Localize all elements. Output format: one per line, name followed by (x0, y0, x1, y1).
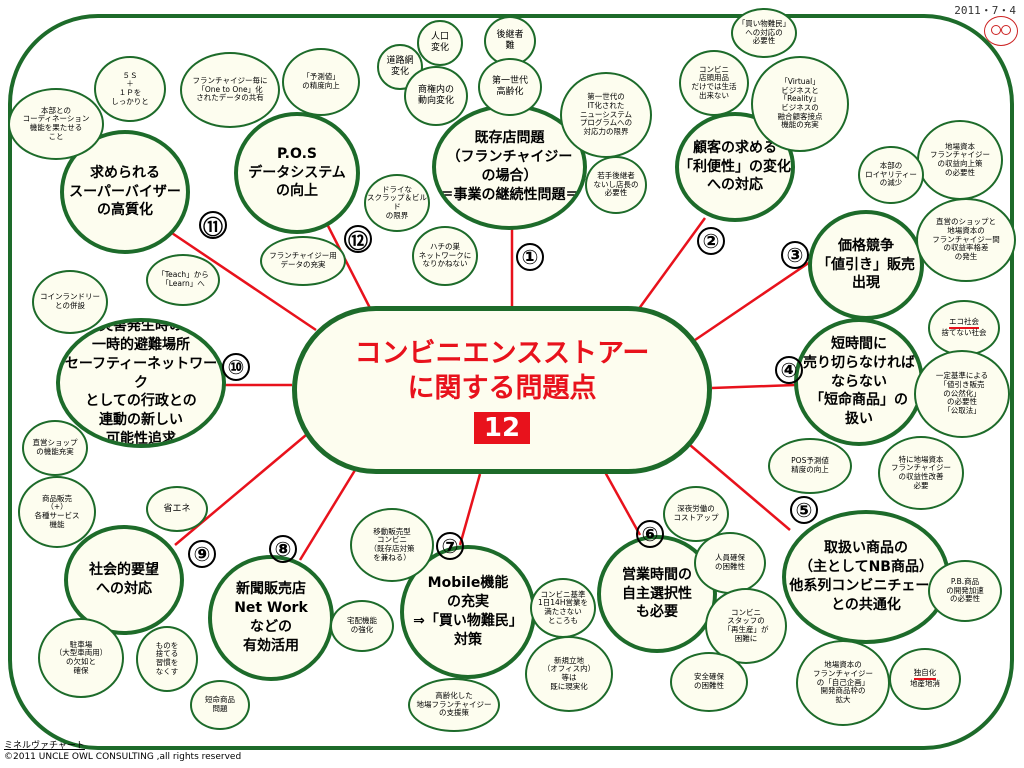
topic-number-3: ③ (781, 241, 809, 269)
topic-number-8: ⑧ (269, 535, 297, 563)
topic-number-7: ⑦ (436, 532, 464, 560)
topic-10[interactable]: 災害発生時の 一時的避難場所 セーフティーネットワーク としての行政との 連動の… (56, 318, 226, 448)
sub-chusha: 駐車場 （大型車両用） の欠如と 確保 (38, 618, 124, 698)
sub-5s: ５Ｓ ＋ １Ｐを しっかりと (94, 56, 166, 122)
sub-pb: P.B.商品 の開発加速 の必要性 (928, 560, 1002, 622)
sub-honbu: 本部との コーディネーション 機能を果たせる こと (8, 88, 104, 160)
central-title-line2: に関する問題点 (407, 372, 597, 404)
sub-mono: ものを 捨てる 習慣を なくす (136, 626, 198, 692)
connector-7 (458, 473, 482, 546)
central-topic: コンビニエンスストアー に関する問題点 12 (292, 306, 712, 474)
connector-12 (323, 219, 374, 313)
topic-number-4: ④ (775, 356, 803, 384)
sub-takuhai: 宅配機能 の強化 (330, 600, 394, 652)
topic-number-12: ⑫ (344, 225, 372, 253)
sub-dokuji-label: 独自化 (913, 669, 937, 680)
topic-12[interactable]: P.O.S データシステム の向上 (234, 112, 360, 234)
sub-fc: フランチャイジー毎に 「One to One」化 されたデータの共有 (180, 52, 280, 128)
topic-number-2: ② (697, 227, 725, 255)
connector-6 (603, 471, 642, 536)
sub-dokuji: 独自化 地産地消 (889, 648, 961, 710)
sub-staff: コンビニ スタッフの 「再生産」が 困難に (705, 588, 787, 664)
connector-5 (689, 444, 791, 531)
topic-number-6: ⑥ (636, 520, 664, 548)
sub-wakate: 若手後継者 ないし店長の 必要性 (585, 156, 647, 214)
sub-tokuni: 特に地場資本 フランチャイジー の収益性改善 必要 (878, 436, 964, 510)
sub-shinritchi: 新規立地 （オフィス内） 等は 既に現実化 (525, 636, 613, 712)
topic-number-9: ⑨ (188, 540, 216, 568)
sub-drive: ドライな スクラップ＆ビルド の限界 (364, 174, 430, 232)
sub-jibashihon1: 地場資本 フランチャイジー の収益向上策 の必要性 (917, 120, 1003, 200)
sub-jinkou: 人口 変化 (417, 20, 463, 66)
sub-jinin: 人員確保 の困難性 (694, 532, 766, 594)
sub-anzen: 安全確保 の困難性 (670, 652, 748, 712)
sub-pos: POS予測値 精度の向上 (768, 438, 852, 494)
connector-11 (159, 223, 317, 332)
connector-8 (298, 461, 362, 561)
central-title-line1: コンビニエンスストアー (354, 337, 650, 369)
sub-tanmei: 短命商品 問題 (190, 680, 250, 730)
sub-shouhin: 商品販売 （+） 各種サービス 機能 (18, 476, 96, 548)
topic-number-11: ⑪ (199, 211, 227, 239)
topic-3[interactable]: 価格競争 「値引き」販売 出現 (808, 210, 924, 320)
sub-suteru-label: 捨てない社会 (941, 328, 987, 337)
topic-number-5: ⑤ (790, 496, 818, 524)
connector-2 (636, 217, 707, 311)
topic-9[interactable]: 社会的要望 への対応 (64, 525, 184, 635)
sub-fcdata: フランチャイジー用 データの充実 (260, 236, 346, 286)
connector-3 (694, 260, 811, 342)
sub-coin: コインランドリー との併設 (32, 270, 108, 334)
connector-9 (174, 429, 313, 546)
connector-4 (711, 383, 796, 390)
topic-2[interactable]: 顧客の求める 「利便性」の変化 への対応 (675, 112, 795, 222)
sub-kijun: コンビニ基準 1日14H営業を 満たさない ところも (530, 578, 596, 638)
sub-hachi: ハチの巣 ネットワークに なりかねない (412, 226, 478, 286)
sub-virtual: 「Virtual」 ビジネスと 「Reality」 ビジネスの 融合顧客接点 機… (751, 56, 849, 152)
sub-teach: 「Teach」から 「Learn」へ (146, 254, 220, 306)
topic-11[interactable]: 求められる スーパーバイザー の高質化 (60, 130, 190, 254)
date-label: 2011・7・4 (954, 4, 1016, 17)
sub-shouene: 省エネ (146, 486, 208, 532)
sub-kaimono: 「買い物難民」 への対応の 必要性 (731, 8, 797, 58)
owl-logo-icon (984, 16, 1018, 46)
footer-chart-name: ミネルヴァチャート (4, 741, 85, 751)
sub-daiichisedai: 第一世代 高齢化 (478, 58, 542, 116)
topic-8[interactable]: 新聞販売店 Net Work などの 有効活用 (208, 555, 334, 681)
sub-chokuei-shop: 直営のショップと 地場資本の フランチャイジー間 の収益率格差 の発生 (916, 198, 1016, 282)
sub-eco: エコ社会 捨てない社会 (928, 300, 1000, 356)
topic-4[interactable]: 短時間に 売り切らなければ ならない 「短命商品」の 扱い (794, 318, 924, 446)
topic-5[interactable]: 取扱い商品の （主としてNB商品） 他系列コンビニチェーン との共通化 (782, 510, 950, 644)
sub-royalty: 本部の ロイヤリティー の減少 (858, 146, 924, 204)
sub-yosoku: 「予測値」 の精度向上 (282, 48, 360, 116)
central-badge: 12 (473, 411, 531, 445)
sub-jibashihon2: 地場資本の フランチャイジー の「自己企画」 開発商品枠の 拡大 (796, 640, 890, 726)
topic-number-10: ⑩ (222, 353, 250, 381)
sub-konbiniyou: コンビニ 店頭用品 だけでは生活 出来ない (679, 50, 749, 116)
sub-it: 第一世代の IT化された ニューシステム プログラムへの 対応力の限界 (560, 72, 652, 158)
sub-shinya: 深夜労働の コストアップ (663, 486, 729, 542)
sub-chokuei: 直営ショップ の機能充実 (22, 420, 88, 476)
sub-koureika: 高齢化した 地場フランチャイジー の支援策 (408, 678, 500, 732)
sub-idou: 移動販売型 コンビニ （既存店対策 を兼ねる） (350, 508, 434, 582)
sub-shouken: 商権内の 動向変化 (404, 66, 468, 126)
sub-chisan-label: 地産地消 (910, 679, 940, 688)
sub-ittei: 一定基準による 「値引き販売 の公然化」 の必要性 「公取法」 (914, 350, 1010, 438)
footer-copyright: ©2011 UNCLE OWL CONSULTING ,all rights r… (4, 752, 242, 762)
topic-number-1: ① (516, 243, 544, 271)
sub-eco-label: エコ社会 (949, 318, 979, 329)
